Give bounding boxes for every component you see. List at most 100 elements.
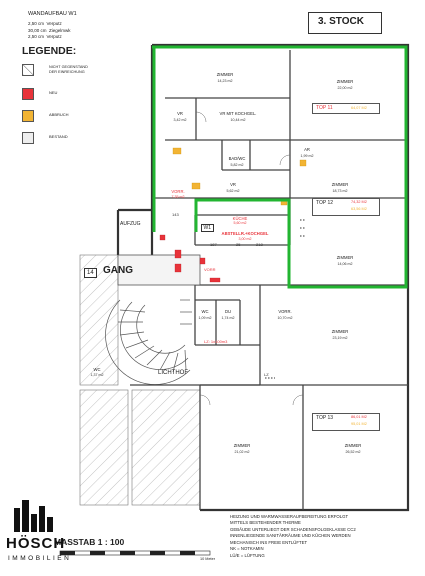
room-ar-area: 1,99 m2 [300, 154, 314, 158]
floor-label: 3. STOCK [318, 16, 364, 27]
label-gang: GANG [103, 265, 133, 276]
label-vorr-tag: VORR [204, 267, 216, 272]
room-vr-1: VR [177, 111, 183, 116]
label-lz: LZ [264, 372, 269, 377]
wall-layer-1: 2,50 cm Verputz [28, 21, 62, 26]
dim-187: 187 [210, 242, 217, 247]
top-13-box: TOP 13 86,01 M2 95,01 M2 [312, 413, 380, 431]
wall-aufzug [116, 208, 152, 255]
green-outline-top [152, 45, 408, 289]
new-mark-4 [209, 277, 221, 283]
room-zimmer-1-area: 14,23 m2 [217, 79, 233, 83]
room-zimmer-6-area: 21,02 m2 [234, 450, 250, 454]
door-arc-3 [199, 394, 211, 406]
dim-218: 218 [256, 242, 263, 247]
room-ar: AR [304, 147, 310, 152]
room-zimmer-6: ZIMMER [233, 443, 251, 448]
outer-wall [152, 43, 410, 512]
room-wc-1-area: 1,09 m2 [198, 316, 212, 320]
room-kueche: KÜCHE [232, 216, 248, 221]
wall-layer-2: 30,00 cm Ziegelmwk [28, 28, 71, 33]
label-lz-note: LZ: 1x100m3 [204, 339, 228, 344]
legend-swatch-new [22, 88, 34, 100]
green-outline-inner [194, 200, 291, 287]
room-vr-1-area: 3,42 m2 [173, 118, 187, 122]
note-line-3: GEBÄUDE UNTERLIEGT DER SCHADENSFOLGEKLAS… [230, 526, 356, 532]
room-zimmer-2-area: 22,00 m2 [337, 86, 353, 90]
room-du: DU [224, 309, 232, 314]
label-w1: W1 [201, 224, 214, 232]
door-arc-2 [279, 154, 291, 166]
room-wc-2: WC [93, 367, 101, 372]
room-wc-2-area: 1,37 m2 [90, 373, 104, 377]
top-13-area-orange: 95,01 M2 [351, 422, 367, 426]
label-aufzug: AUFZUG [120, 221, 141, 227]
room-zimmer-5: ZIMMER [331, 329, 349, 334]
floor-label-box [308, 12, 382, 34]
demolition-mark-4 [299, 159, 307, 167]
wall-wc-du [194, 285, 260, 346]
legend-swatch-demolition [22, 110, 34, 122]
room-zimmer-3: ZIMMER [331, 182, 349, 187]
room-vr-2: VR [230, 182, 236, 187]
top-11-box: TOP 11 64,07 M2 [312, 103, 380, 114]
note-line-5: MECHANISCH INS FREIE ENTLÜFTET [230, 539, 308, 545]
dim-143: 143 [172, 212, 179, 217]
logo-skyline-icon [14, 500, 53, 532]
room-zimmer-1: ZIMMER [216, 72, 234, 77]
room-zimmer-7: ZIMMER [344, 443, 362, 448]
room-vorr-2-area: 10,70 m2 [277, 316, 293, 320]
legend-title: LEGENDE: [22, 45, 77, 57]
top-13-area-red: 86,01 M2 [351, 415, 367, 419]
top-11-area: 64,07 M2 [351, 105, 367, 110]
wall-bad [221, 140, 290, 171]
new-mark-1 [174, 249, 182, 259]
room-vorr-2: VORR. [278, 309, 292, 314]
dim-25: 25 [236, 242, 241, 247]
scale-bar [59, 550, 211, 556]
room-bad-wc-area: 5,82 m2 [230, 163, 244, 167]
gang-corridor [117, 254, 201, 286]
room-wc-1: WC [201, 309, 209, 314]
note-line-7: LÜ/E = LÜFTUNG [230, 552, 265, 558]
notes-block: HEIZUNG UND WARMWASSERAUFBEREITUNG ERFOL… [230, 514, 420, 558]
top-12-name: TOP 12 [316, 200, 334, 206]
demolition-mark-2 [191, 182, 201, 190]
note-line-6: NK = NOTKAMIN [230, 546, 264, 552]
hatched-area-bottom-mid [131, 389, 201, 506]
room-zimmer-3-area: 18,73 m2 [332, 189, 348, 193]
scale-label: MASSTAB 1 : 100 [54, 537, 125, 547]
new-mark-3 [199, 257, 206, 265]
logo-subtitle: IMMOBILIEN [8, 555, 72, 562]
room-zimmer-5-area: 23,19 m2 [332, 336, 348, 340]
logo-name: HÖSCH [6, 535, 66, 552]
room-vr-kochgel-area: 10,44 m2 [230, 118, 246, 122]
top-12-area-orange: 63,56 M2 [351, 207, 367, 211]
room-kueche-area: 5,60 m2 [233, 221, 247, 225]
top-12-box: TOP 12 74,32 M2 63,56 M2 [312, 198, 380, 216]
legend-label-2: NEU [49, 90, 58, 95]
label-lichthof: LICHTHOF [158, 370, 188, 376]
room-abstell-area: 3,00 m2 [238, 237, 252, 241]
door-arc-1 [195, 111, 207, 123]
room-abstell: ABSTELLR.+KOCHGEL [221, 231, 269, 236]
note-line-1: HEIZUNG UND WARMWASSERAUFBEREITUNG ERFOL… [230, 514, 349, 519]
note-line-4: INNENLIEGENDE SANITÄRRÄUME UND KÜCHEN WE… [230, 533, 351, 539]
new-mark-5 [159, 234, 166, 241]
note-line-2: MITTELS BESTEHENDER THERME [230, 520, 301, 526]
legend-swatch-hatched [22, 64, 34, 76]
top-12-area-red: 74,32 M2 [351, 200, 367, 204]
room-zimmer-4-area: 14,06 m2 [337, 262, 353, 266]
room-bad-wc: BAD/WC [228, 156, 246, 161]
room-vorr-1-area: 7,35 m2 [171, 195, 185, 199]
room-vr-2-area: 5,62 m2 [226, 189, 240, 193]
door-arc-4 [292, 394, 304, 406]
room-zimmer-4: ZIMMER [336, 255, 354, 260]
legend-swatch-existing [22, 132, 34, 144]
room-vr-kochgel: VR MIT KOCHGEL. [219, 111, 257, 116]
scale-bar-label: 10 Meter [200, 557, 215, 561]
legend-label-1: NICHT GEGENSTAND DER EINREICHUNG [49, 65, 88, 74]
top-13-name: TOP 13 [316, 415, 334, 421]
wall-layer-3: 2,50 cm Verputz [28, 34, 62, 39]
